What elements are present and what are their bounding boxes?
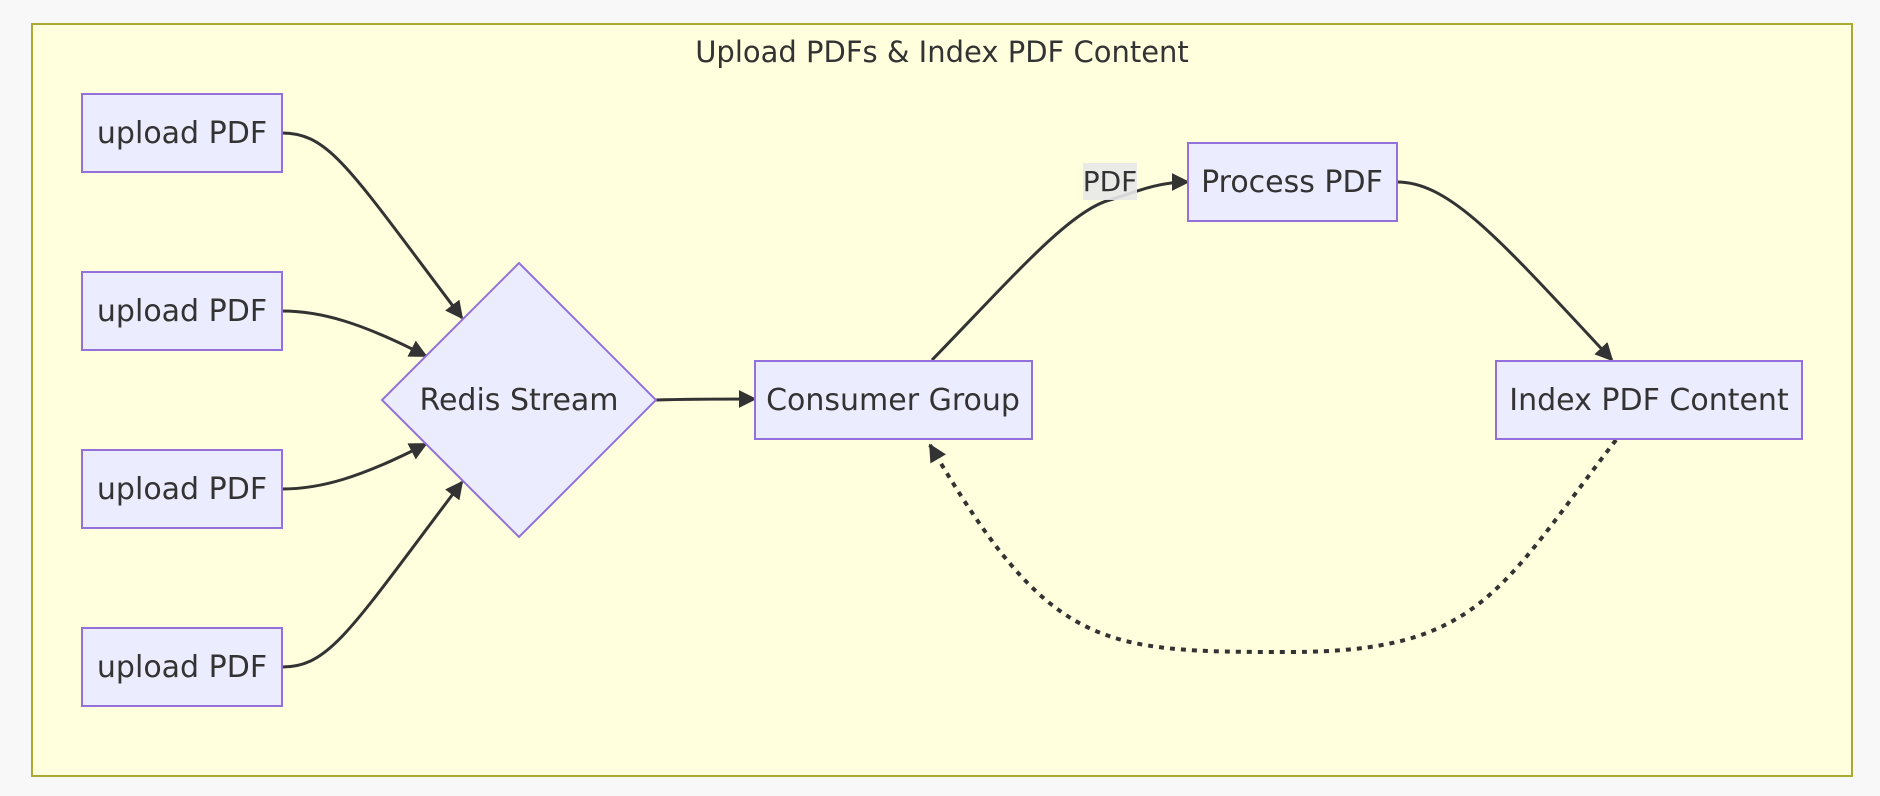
- node-redis-stream[interactable]: Redis Stream: [380, 261, 658, 539]
- node-upload-pdf-4-label: upload PDF: [97, 650, 267, 685]
- edge-index-to-consumer-dotted: [928, 438, 1618, 655]
- node-consumer-group-label: Consumer Group: [766, 383, 1020, 418]
- node-index-pdf-content-label: Index PDF Content: [1509, 383, 1789, 418]
- node-upload-pdf-1[interactable]: upload PDF: [81, 93, 283, 173]
- node-upload-pdf-3-label: upload PDF: [97, 472, 267, 507]
- node-upload-pdf-3[interactable]: upload PDF: [81, 449, 283, 529]
- node-process-pdf[interactable]: Process PDF: [1187, 142, 1398, 222]
- edge-label-pdf-text: PDF: [1083, 165, 1138, 198]
- edge-upload-3-to-redis: [281, 442, 428, 491]
- node-consumer-group[interactable]: Consumer Group: [754, 360, 1033, 440]
- edge-consumer-to-process: [930, 173, 1190, 362]
- node-upload-pdf-2-label: upload PDF: [97, 294, 267, 329]
- node-upload-pdf-1-label: upload PDF: [97, 116, 267, 151]
- edge-upload-4-to-redis: [281, 480, 464, 669]
- edge-label-pdf: PDF: [1083, 163, 1138, 200]
- edge-upload-1-to-redis: [281, 131, 464, 320]
- edge-process-to-index: [1396, 180, 1614, 362]
- subgraph-title: Upload PDFs & Index PDF Content: [695, 35, 1189, 69]
- node-upload-pdf-4[interactable]: upload PDF: [81, 627, 283, 707]
- node-index-pdf-content[interactable]: Index PDF Content: [1495, 360, 1803, 440]
- node-redis-stream-label: Redis Stream: [419, 383, 618, 418]
- node-process-pdf-label: Process PDF: [1201, 165, 1383, 200]
- edge-redis-to-consumer: [655, 390, 757, 409]
- edge-upload-2-to-redis: [281, 309, 428, 358]
- node-upload-pdf-2[interactable]: upload PDF: [81, 271, 283, 351]
